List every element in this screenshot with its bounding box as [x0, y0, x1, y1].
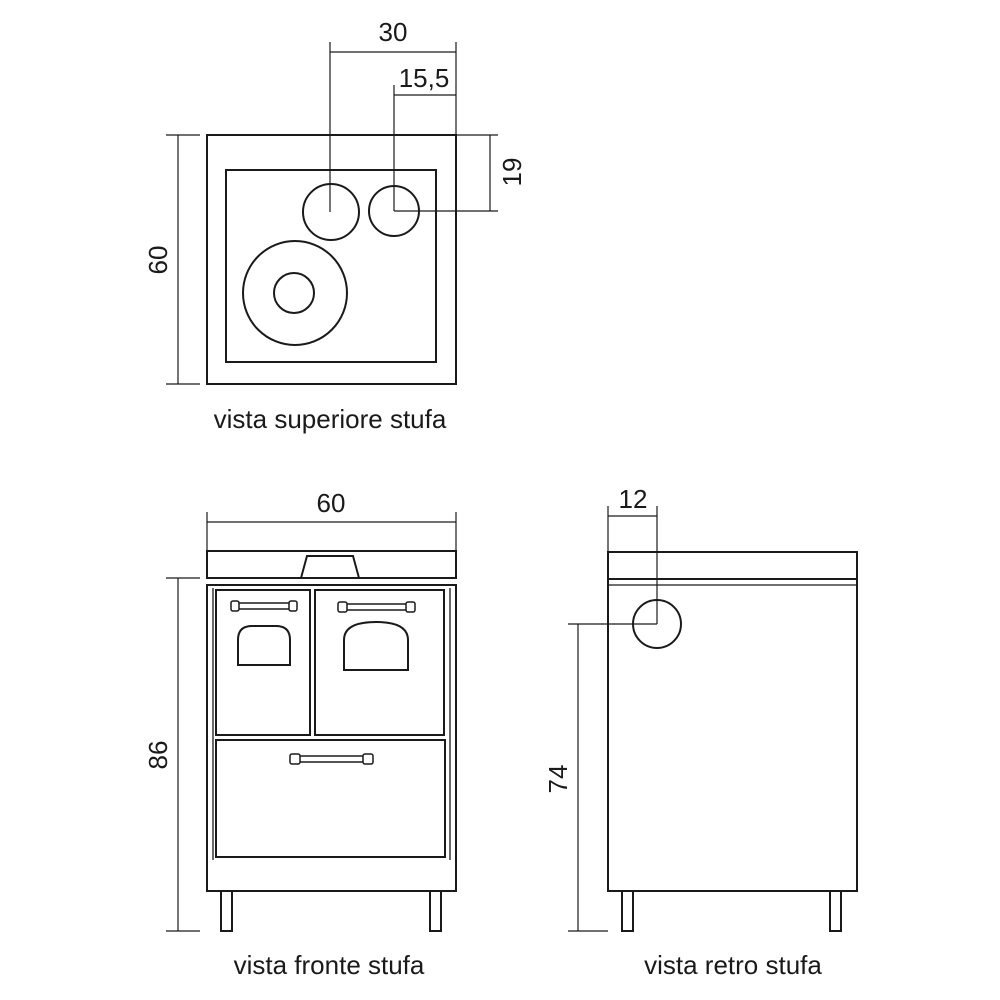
oven-door [314, 589, 445, 736]
front-leg-right [429, 890, 442, 932]
oven-window [343, 620, 409, 671]
firebox-window [237, 625, 291, 666]
firebox-door-handle[interactable] [230, 600, 298, 612]
front-width-label: 60 [317, 488, 346, 518]
top-offset-label: 15,5 [399, 63, 450, 93]
rear-body [607, 578, 858, 892]
drawer-handle[interactable] [289, 753, 374, 765]
rear-view: 12 74 vista retro stufa [543, 484, 858, 980]
top-height-label: 60 [143, 246, 173, 275]
top-view: 60 30 15,5 19 vista superiore stufa [143, 17, 527, 434]
rear-offset-label: 12 [619, 484, 648, 514]
large-burner-inner [273, 272, 315, 314]
front-view-caption: vista fronte stufa [234, 950, 425, 980]
cooktop-plate [225, 169, 437, 363]
medium-burner [302, 183, 360, 241]
front-view: 60 86 vista fronte stufa [143, 488, 457, 980]
front-leg-left [220, 890, 233, 932]
front-top-plate [206, 550, 457, 579]
front-body [206, 584, 457, 892]
rear-top-plate [607, 551, 858, 580]
top-depth-label: 19 [497, 158, 527, 187]
rear-view-caption: vista retro stufa [644, 950, 822, 980]
rear-leg-right [829, 890, 842, 932]
top-width-label: 30 [379, 17, 408, 47]
flue-collar [300, 555, 360, 579]
front-height-label: 86 [143, 741, 173, 770]
top-view-outline [206, 134, 457, 385]
oven-door-handle[interactable] [337, 601, 416, 613]
large-burner-outer [242, 240, 348, 346]
rear-leg-left [621, 890, 634, 932]
top-view-caption: vista superiore stufa [214, 404, 447, 434]
storage-drawer [215, 739, 446, 858]
rear-height-label: 74 [543, 765, 573, 794]
firebox-door [215, 589, 311, 736]
